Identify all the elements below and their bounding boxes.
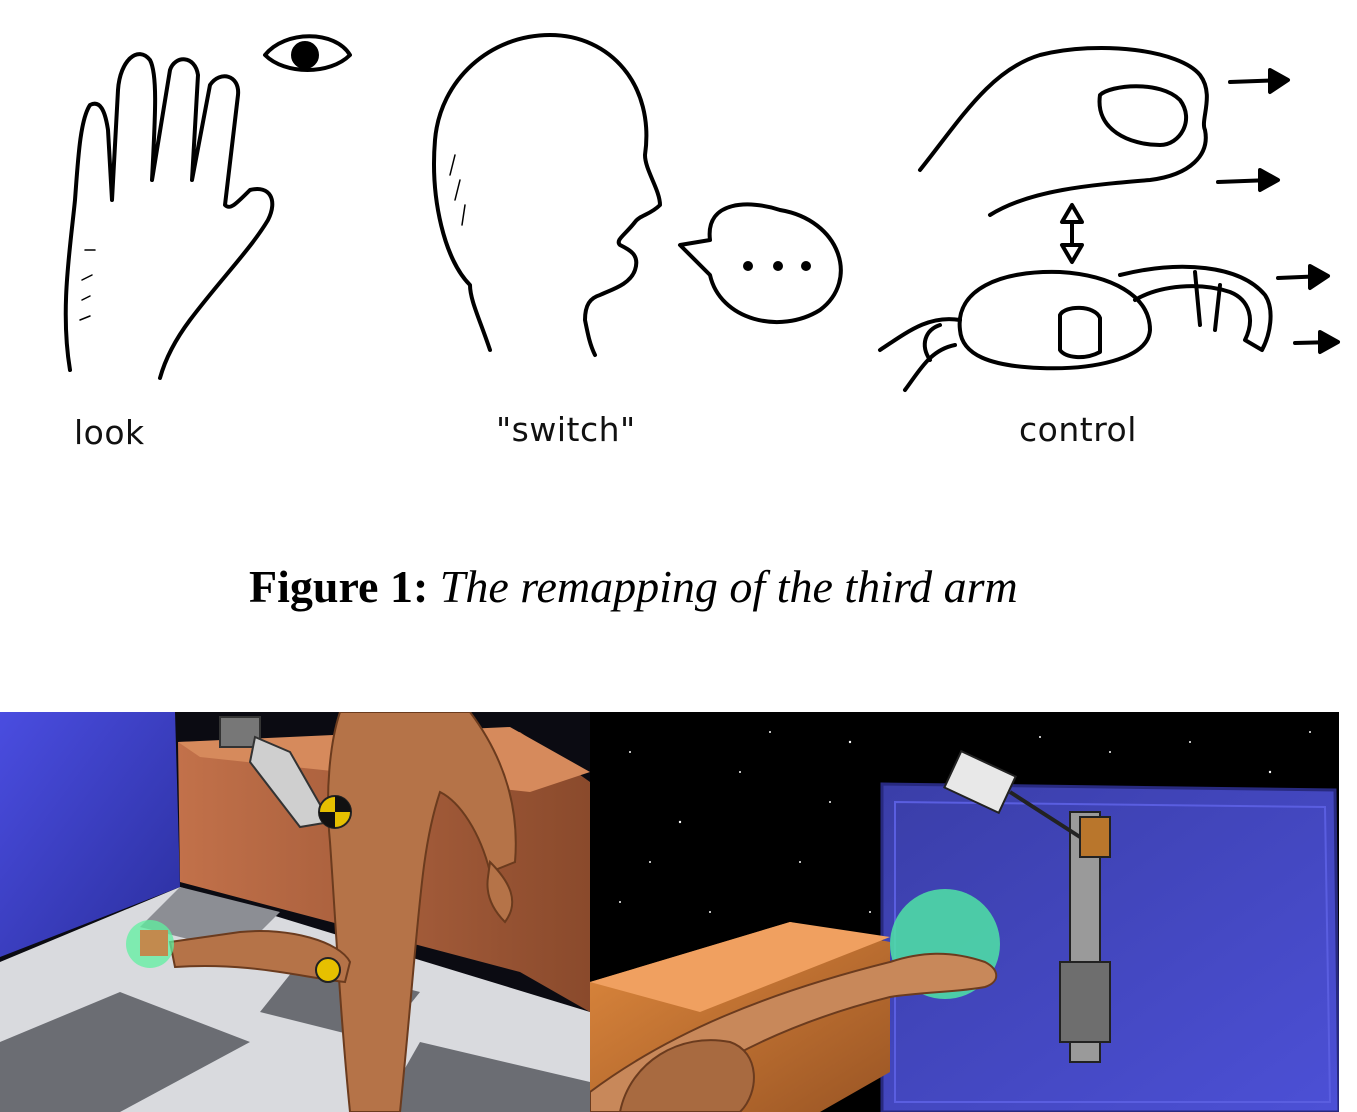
robot-hand-icon <box>878 264 1273 392</box>
speech-bubble-icon <box>678 202 843 325</box>
render-left-scene <box>0 712 590 1112</box>
panel-label-switch: "switch" <box>496 410 636 449</box>
panel-label-control: control <box>1019 410 1137 449</box>
raised-hand-icon <box>63 52 275 380</box>
caption-text: The remapping of the third arm <box>439 561 1018 612</box>
caption-prefix: Figure 1: <box>249 561 429 612</box>
figure-caption: Figure 1: The remapping of the third arm <box>249 560 1018 613</box>
arrow-right-icon <box>1216 68 1340 354</box>
panel-label-look: look <box>74 413 145 452</box>
sketch-illustrations <box>63 33 1340 392</box>
fist-icon <box>918 46 1209 217</box>
eye-icon <box>263 34 352 72</box>
render-right-scene <box>590 712 1339 1112</box>
speaking-head-icon <box>432 33 662 357</box>
double-arrow-icon <box>1060 203 1084 264</box>
